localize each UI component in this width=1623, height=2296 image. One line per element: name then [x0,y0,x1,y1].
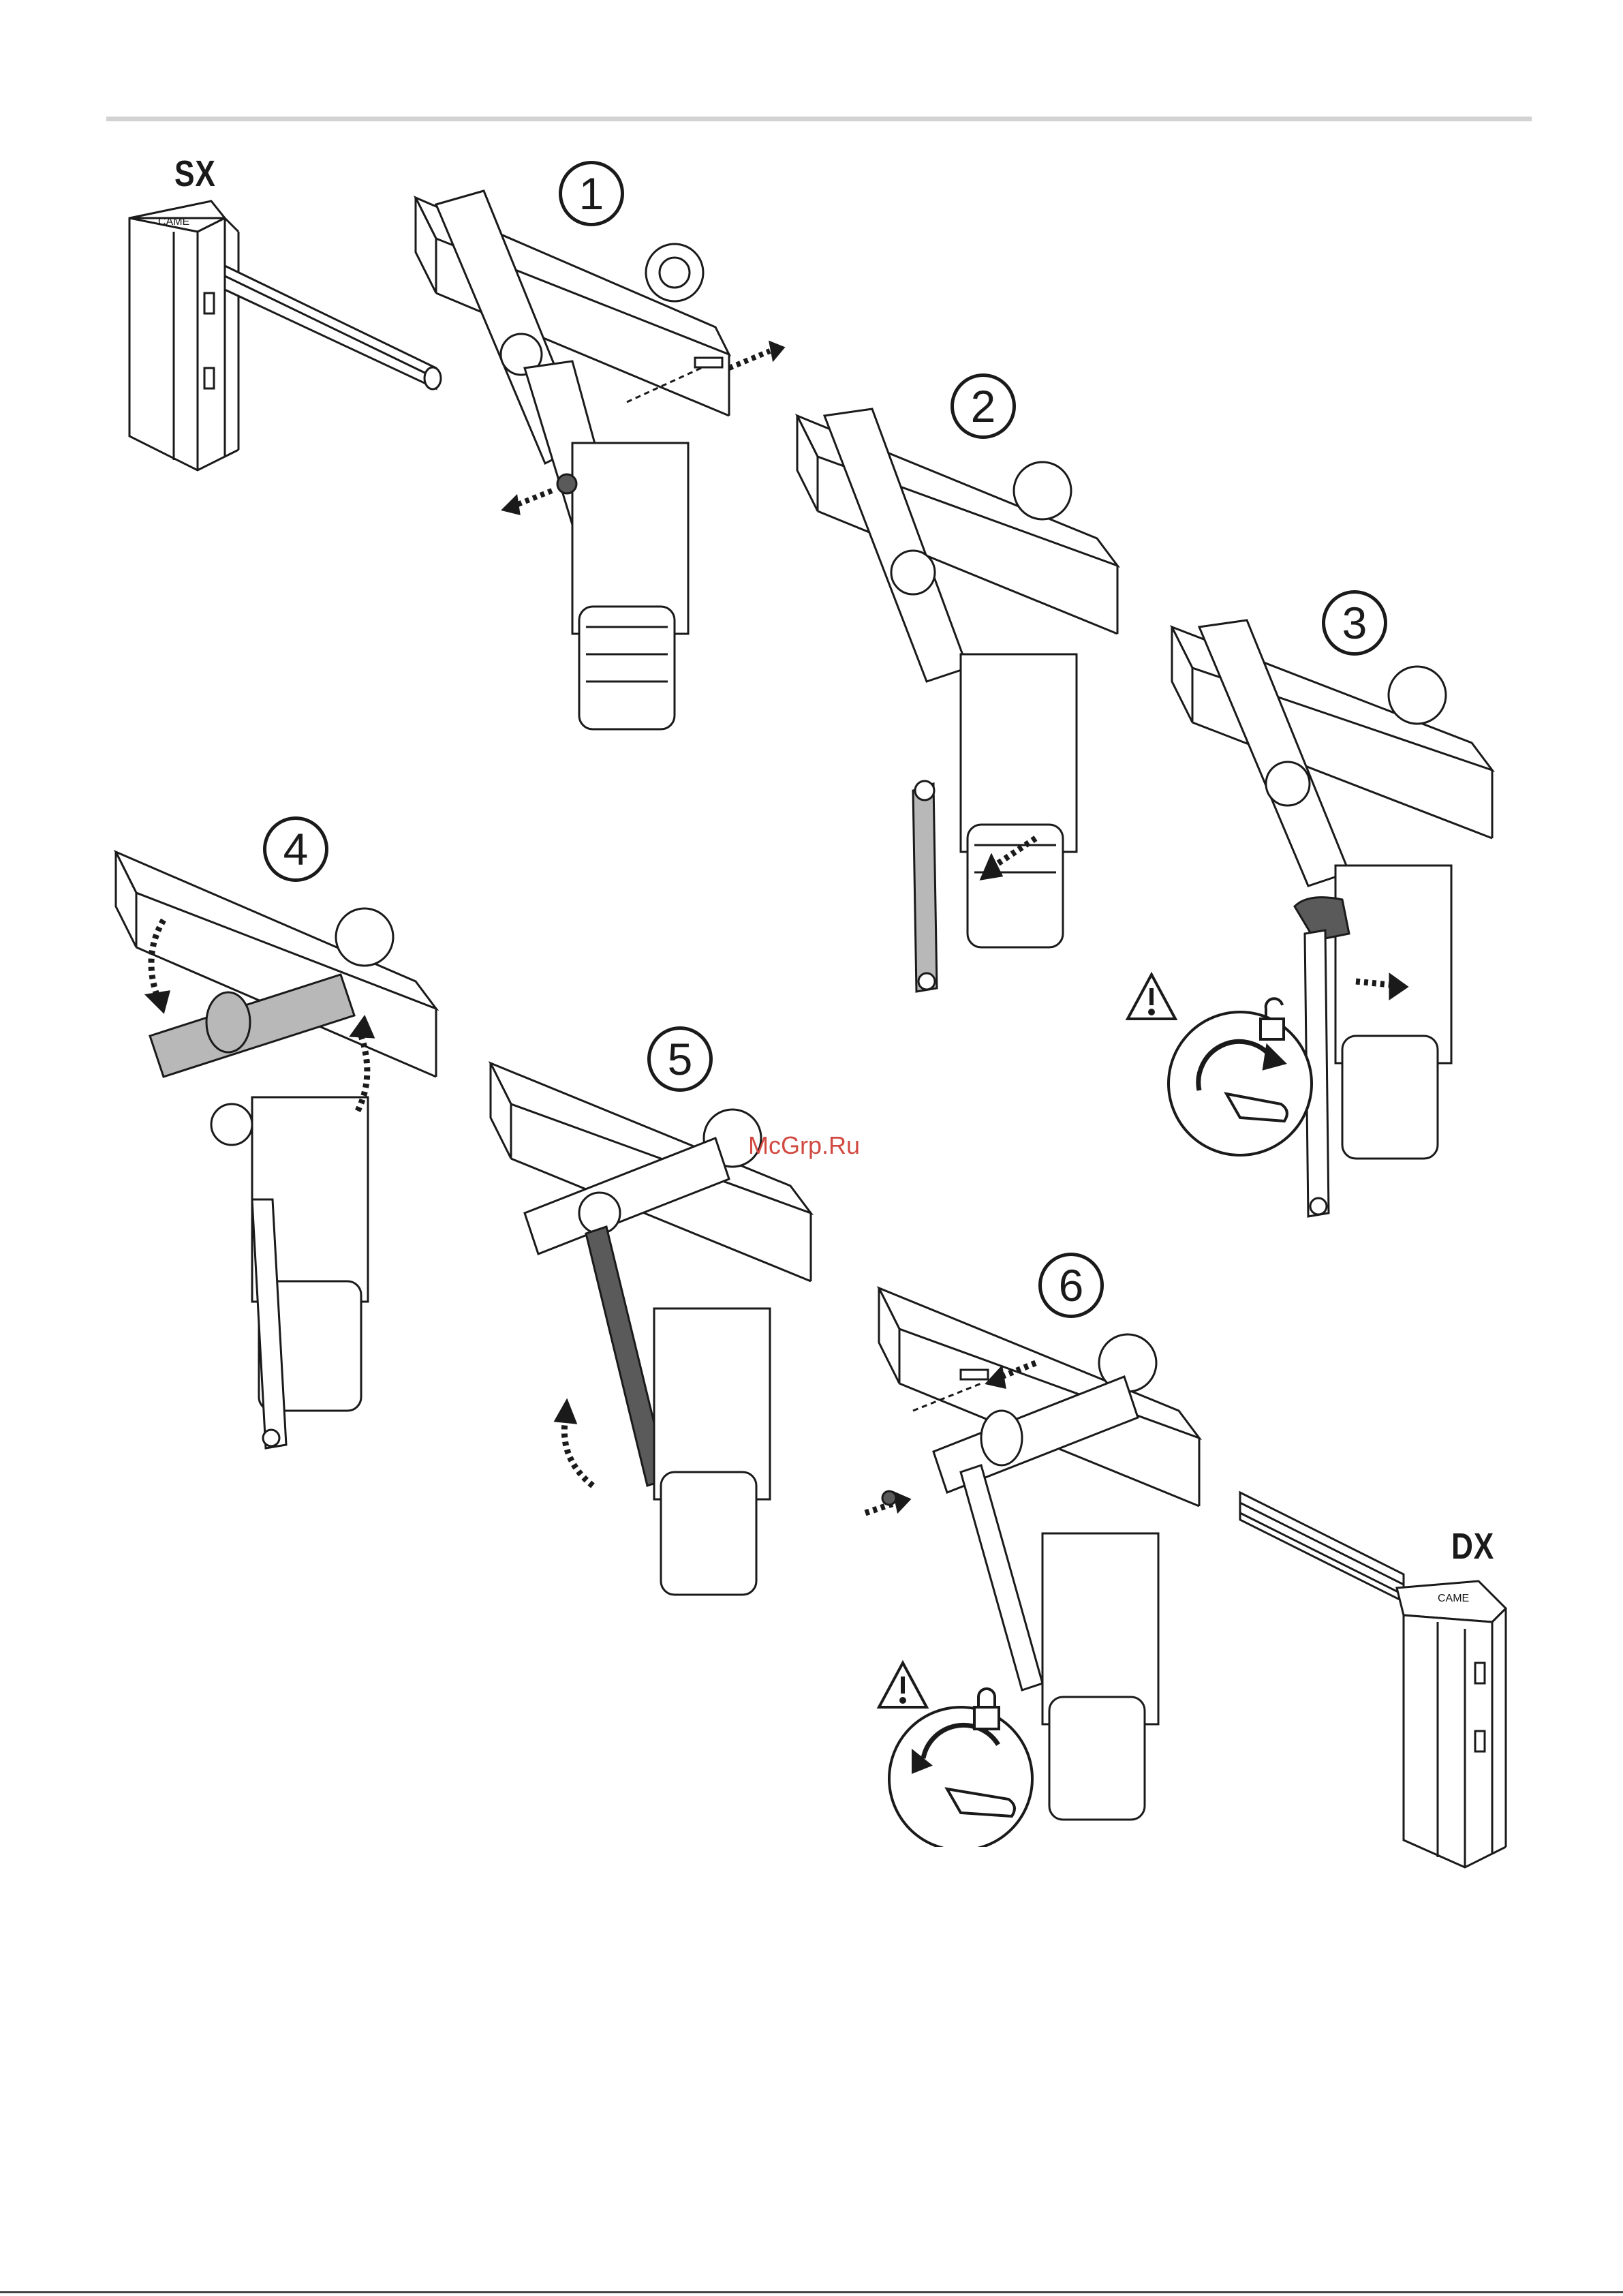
label-sx: SX [174,153,216,195]
barrier-left-figure: CAME [123,191,450,477]
padlock-closed-icon [974,1689,999,1729]
svg-text:CAME: CAME [1438,1593,1469,1604]
svg-text:CAME: CAME [158,216,189,228]
lock-warning-callout [872,1656,1049,1850]
warning-triangle-icon [879,1663,927,1707]
watermark: McGrp.Ru [748,1131,860,1160]
barrier-right-figure: CAME [1233,1486,1519,1867]
header-rule [106,117,1532,121]
footer-rule [0,2291,1623,2293]
padlock-open-icon [1261,998,1284,1039]
step-1-figure [409,184,790,763]
warning-triangle-icon [1128,975,1175,1019]
step-2-figure [797,402,1165,1002]
unlock-warning-callout [1124,968,1322,1162]
step-4-figure [116,838,470,1465]
